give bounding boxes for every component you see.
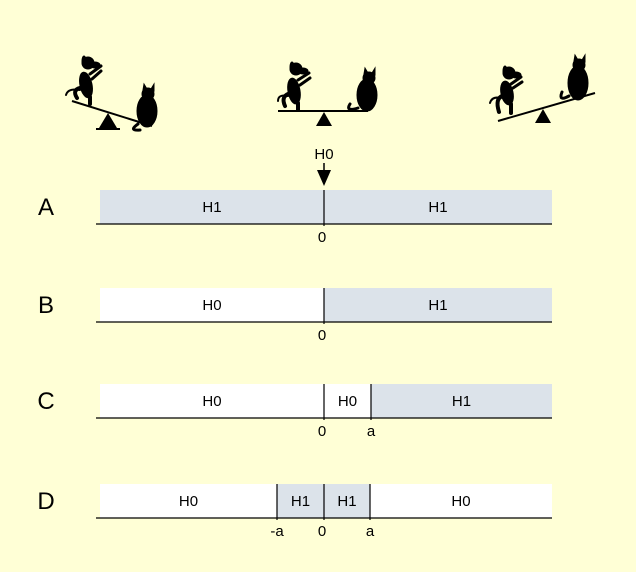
region-h1	[371, 384, 552, 418]
cat-icon	[559, 53, 589, 101]
fulcrum-icon	[316, 112, 332, 126]
region-label: H0	[179, 493, 198, 510]
region-h0	[370, 484, 552, 518]
region-label: H0	[451, 493, 470, 510]
seesaw-dog-heavy	[65, 55, 158, 132]
tick-label: -a	[270, 523, 284, 540]
row-label: A	[38, 194, 54, 221]
tick-label: 0	[318, 423, 326, 440]
tick-label: 0	[318, 229, 326, 246]
dog-icon	[489, 65, 524, 115]
arrow-down-icon	[317, 170, 331, 186]
region-h0	[100, 288, 324, 322]
dog-icon	[277, 61, 312, 112]
row-c: C H0 H0 H1 0 a	[37, 384, 552, 440]
row-label: D	[37, 488, 54, 515]
h0-pointer: H0	[314, 146, 334, 186]
seesaw-plank	[71, 100, 153, 127]
seesaw-cat-heavy	[489, 53, 596, 123]
region-h1	[324, 484, 370, 518]
region-label: H1	[337, 493, 356, 510]
region-label: H1	[428, 199, 447, 216]
row-label: C	[37, 388, 54, 415]
region-label: H1	[428, 297, 447, 314]
region-h1	[324, 190, 552, 224]
region-label: H0	[338, 393, 357, 410]
tick-label: 0	[318, 523, 326, 540]
seesaw-balanced	[277, 61, 378, 126]
region-label: H1	[452, 393, 471, 410]
region-label: H1	[291, 493, 310, 510]
tick-label: a	[367, 423, 376, 440]
dog-icon	[65, 55, 103, 106]
region-h0	[100, 484, 277, 518]
region-label: H0	[202, 297, 221, 314]
fulcrum-icon	[535, 109, 551, 123]
row-label: B	[38, 292, 54, 319]
tick-label: a	[366, 523, 375, 540]
region-h1	[277, 484, 324, 518]
row-d: D H0 H1 H1 H0 -a 0 a	[37, 484, 552, 540]
region-h0	[100, 384, 324, 418]
region-label: H1	[202, 199, 221, 216]
tick-label: 0	[318, 327, 326, 344]
cat-icon	[347, 66, 378, 112]
cat-icon	[132, 82, 158, 132]
pointer-label: H0	[314, 146, 333, 163]
region-h1	[100, 190, 324, 224]
fulcrum-icon	[96, 113, 120, 130]
region-h0	[324, 384, 371, 418]
region-label: H0	[202, 393, 221, 410]
row-b: B H0 H1 0	[38, 288, 552, 344]
row-a: A H1 H1 0	[38, 190, 552, 246]
region-h1	[324, 288, 552, 322]
